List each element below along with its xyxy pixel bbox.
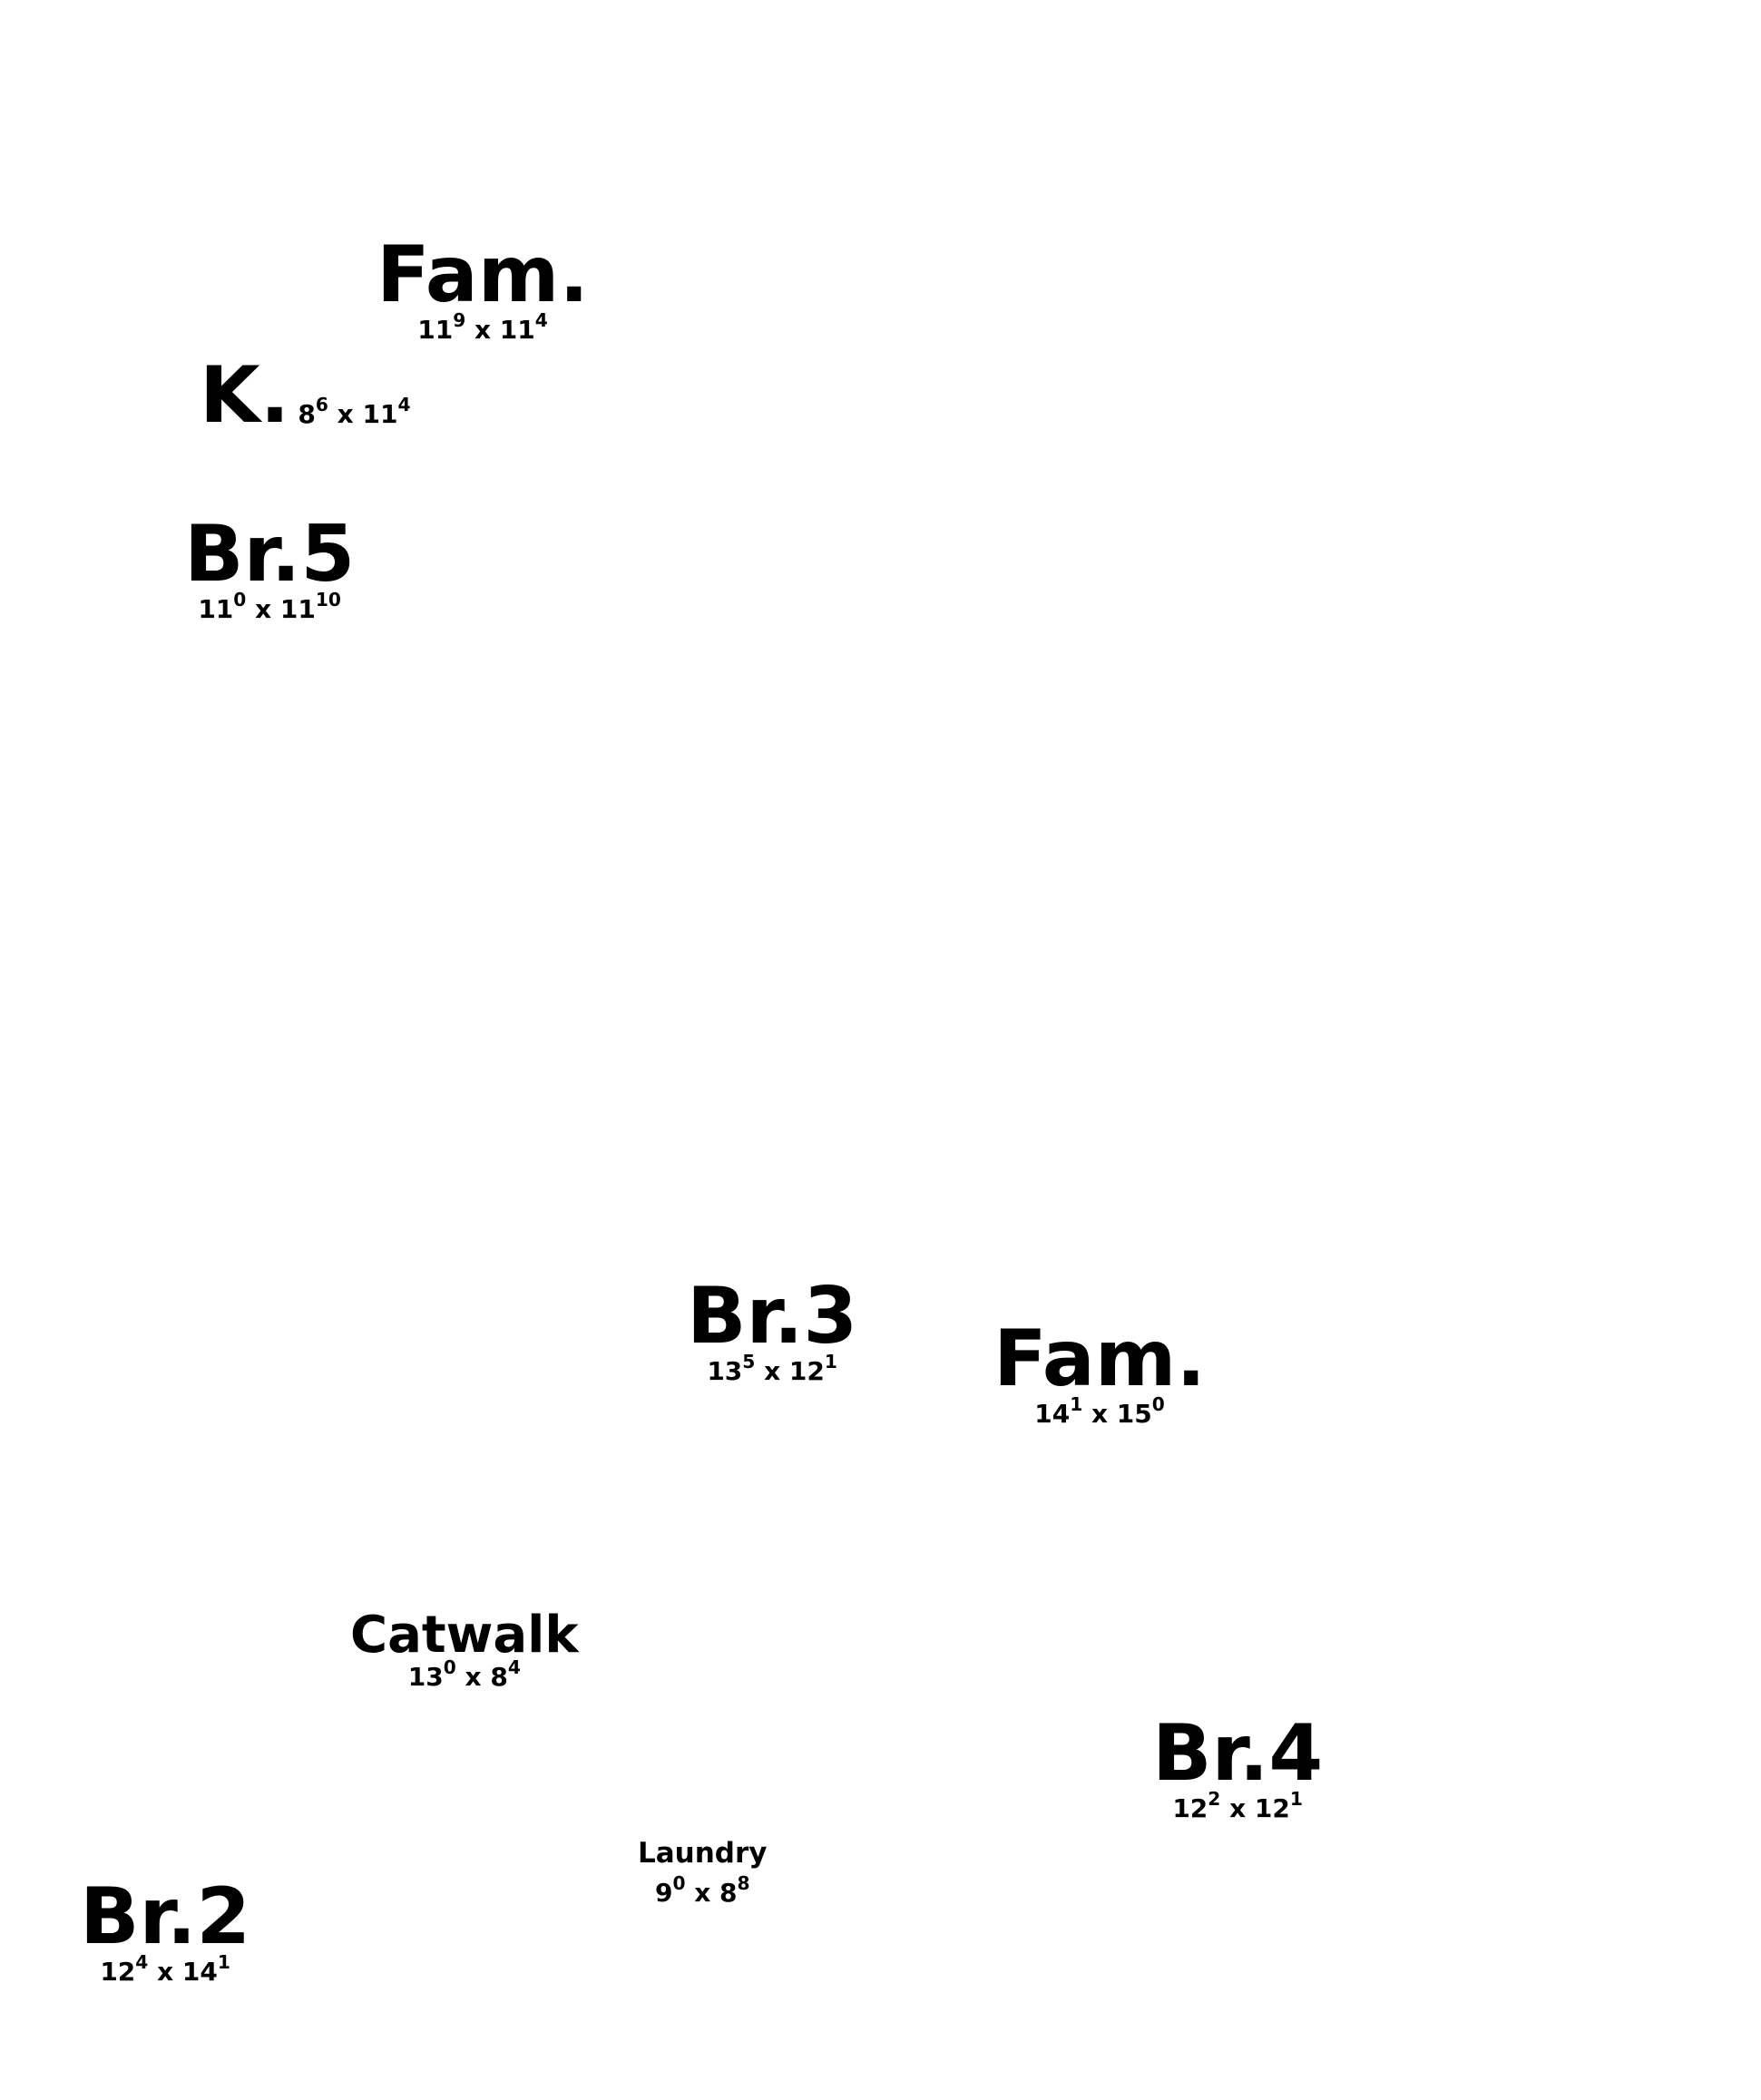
- room-dimensions: 119 x 114: [417, 308, 548, 345]
- room-dimensions: 124 x 141: [100, 1950, 230, 1987]
- room-name: Fam.: [377, 230, 590, 320]
- room-dimensions: 110 x 1110: [198, 588, 341, 624]
- room-name: Fam.: [993, 1314, 1207, 1404]
- room-label-bedroom-4: Br.4 122 x 121: [1152, 1714, 1323, 1822]
- room-name: Br.2: [80, 1871, 251, 1962]
- room-name: Br.5: [184, 509, 356, 600]
- room-label-kitchen: K. 86 x 114: [200, 357, 410, 435]
- room-dimensions: 90 x 88: [654, 1871, 750, 1908]
- room-dimensions: 130 x 84: [407, 1656, 521, 1692]
- room-dimensions: 141 x 150: [1034, 1392, 1165, 1429]
- room-label-family-upper: Fam. 119 x 114: [377, 236, 589, 343]
- room-name: Br.4: [1152, 1708, 1324, 1799]
- room-dimensions: 122 x 121: [1172, 1787, 1303, 1823]
- room-name: Catwalk: [350, 1606, 579, 1665]
- room-dimensions: 86 x 114: [298, 393, 411, 429]
- room-name: K.: [200, 350, 290, 441]
- room-label-laundry: Laundry 90 x 88: [638, 1840, 768, 1906]
- room-label-catwalk: Catwalk 130 x 84: [350, 1610, 579, 1690]
- room-label-bedroom-2: Br.2 124 x 141: [80, 1878, 250, 1985]
- room-dimensions: 135 x 121: [707, 1350, 837, 1386]
- room-label-family-lower: Fam. 141 x 150: [993, 1320, 1206, 1427]
- room-label-bedroom-3: Br.3 135 x 121: [687, 1277, 857, 1384]
- room-name: Laundry: [638, 1837, 768, 1870]
- room-name: Br.3: [687, 1271, 858, 1362]
- room-label-bedroom-5: Br.5 110 x 1110: [184, 515, 355, 622]
